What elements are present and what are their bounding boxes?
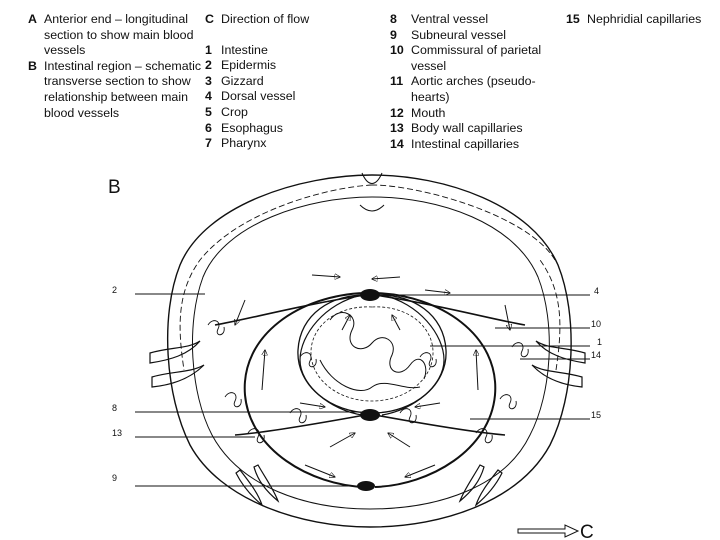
legend-key: 4	[205, 89, 212, 104]
parietal-vessel-right	[374, 294, 526, 436]
legend-key: 6	[205, 120, 212, 135]
legend-text: Subneural vessel	[411, 27, 507, 42]
body-wall-inner	[192, 196, 550, 510]
label-10: 10	[591, 319, 601, 329]
legend-entry-2: 2 Epidermis	[205, 58, 385, 74]
legend-entry-7: 7 Pharynx	[205, 136, 385, 152]
legend-entry-a: A Anterior end – longitudinal section to…	[28, 12, 203, 59]
label-4: 4	[594, 286, 599, 296]
legend-entry-6: 6 Esophagus	[205, 121, 385, 137]
legend-column-15: 15 Nephridial capillaries	[566, 12, 716, 28]
legend-column-sections: A Anterior end – longitudinal section to…	[28, 12, 203, 121]
legend-entry-b: B Intestinal region – schematic transver…	[28, 59, 203, 121]
legend-entry-11: 11 Aortic arches (pseudo-hearts)	[390, 74, 560, 105]
legend-text: Mouth	[411, 105, 446, 120]
legend-text: Direction of flow	[221, 12, 310, 26]
label-14: 14	[591, 350, 601, 360]
legend: A Anterior end – longitudinal section to…	[0, 0, 720, 170]
section-letter-b: B	[108, 177, 121, 198]
legend-text: Dorsal vessel	[221, 89, 296, 104]
legend-key: 12	[390, 105, 404, 120]
flow-direction-arrow	[517, 524, 580, 538]
flow-letter-c: C	[580, 522, 594, 540]
legend-entry-c: C Direction of flow	[205, 12, 385, 28]
intestinal-loop-right	[381, 294, 445, 416]
dorsal-vessel	[360, 289, 380, 301]
leader-lines	[135, 293, 590, 487]
legend-text: Epidermis	[221, 58, 277, 73]
legend-text: Aortic arches (pseudo-hearts)	[411, 74, 536, 104]
legend-key: 14	[390, 136, 404, 151]
legend-entry-14: 14 Intestinal capillaries	[390, 137, 560, 153]
capillary-tufts	[207, 320, 529, 444]
legend-entry-12: 12 Mouth	[390, 106, 560, 122]
legend-key: 9	[390, 27, 397, 42]
legend-entry-3: 3 Gizzard	[205, 74, 385, 90]
legend-entry-4: 4 Dorsal vessel	[205, 89, 385, 105]
legend-key: 7	[205, 136, 212, 151]
subneural-vessel	[357, 481, 375, 491]
legend-key: 11	[390, 74, 404, 89]
transverse-section-diagram: B	[108, 172, 602, 540]
legend-key: 13	[390, 121, 404, 136]
legend-key: 2	[205, 58, 212, 73]
legend-column-8-14: 8 Ventral vessel 9 Subneural vessel 10 Comm…	[390, 12, 560, 152]
label-1: 1	[597, 337, 602, 347]
legend-key: 8	[390, 12, 397, 26]
legend-text: Esophagus	[221, 120, 284, 135]
commissural-loop-left	[243, 292, 366, 488]
label-13: 13	[112, 428, 122, 438]
dorsal-notch	[359, 172, 385, 212]
epidermis-layer	[179, 184, 561, 371]
label-8: 8	[112, 403, 117, 413]
ventral-vessel	[360, 409, 380, 421]
flow-arrows	[235, 275, 510, 477]
legend-entry-9: 9 Subneural vessel	[390, 28, 560, 44]
legend-entry-8: 8 Ventral vessel	[390, 12, 560, 28]
legend-entry-10: 10 Commissural of parietal vessel	[390, 43, 560, 74]
setae-group	[149, 340, 586, 507]
legend-text: Gizzard	[221, 73, 264, 88]
legend-entry-1: 1 Intestine	[205, 43, 385, 59]
typhlosole-folds	[319, 312, 427, 392]
commissural-loop-right	[374, 292, 497, 488]
parietal-vessel-left	[214, 294, 366, 436]
label-2: 2	[112, 285, 117, 295]
legend-key: B	[28, 58, 37, 73]
legend-text: Nephridial capillaries	[587, 12, 702, 26]
legend-text: Anterior end – longitudinal section to s…	[44, 12, 194, 58]
legend-text: Intestinal capillaries	[411, 136, 520, 151]
legend-entry-15: 15 Nephridial capillaries	[566, 12, 716, 28]
body-wall-outer	[166, 174, 572, 528]
legend-text: Body wall capillaries	[411, 121, 523, 136]
legend-text: Intestine	[221, 42, 268, 57]
legend-entry-13: 13 Body wall capillaries	[390, 121, 560, 137]
intestinal-loop-left	[299, 294, 363, 416]
legend-key: C	[205, 12, 214, 26]
legend-text: Pharynx	[221, 136, 267, 151]
legend-text: Commissural of parietal vessel	[411, 43, 542, 73]
legend-key: A	[28, 12, 37, 26]
label-15: 15	[591, 410, 601, 420]
intestine-inner-wall	[310, 306, 434, 402]
legend-key: 5	[205, 104, 212, 119]
legend-key: 10	[390, 43, 404, 58]
label-9: 9	[112, 473, 117, 483]
legend-key: 1	[205, 42, 212, 57]
legend-text: Crop	[221, 104, 248, 119]
legend-key: 3	[205, 73, 212, 88]
legend-key: 15	[566, 12, 580, 26]
legend-text: Intestinal region – schematic transverse…	[44, 58, 202, 120]
legend-text: Ventral vessel	[411, 12, 489, 26]
legend-entry-5: 5 Crop	[205, 105, 385, 121]
legend-column-1-7: C Direction of flow 1 Intestine 2 Epidermi…	[205, 12, 385, 152]
